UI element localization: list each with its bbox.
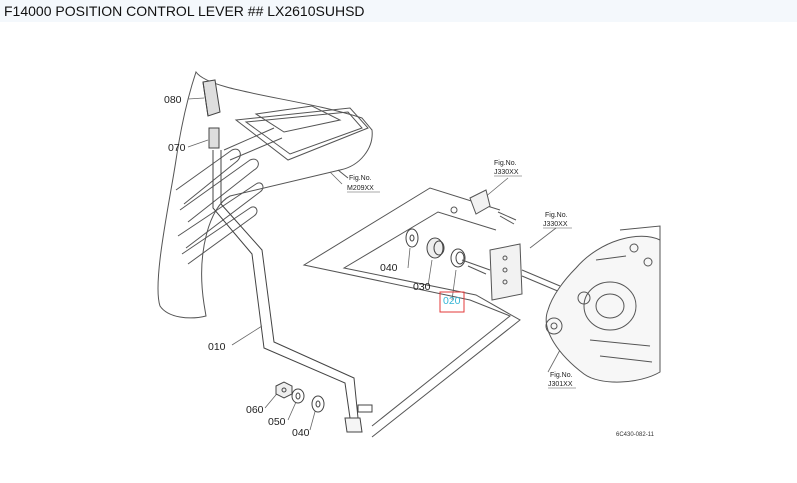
fig-ref-j330a[interactable]: J330XX xyxy=(494,169,519,176)
title-bar: F14000 POSITION CONTROL LEVER ## LX2610S… xyxy=(0,0,797,22)
part-label-080[interactable]: 080 xyxy=(164,94,182,106)
part-label-040-top[interactable]: 040 xyxy=(380,262,398,274)
spring-020 xyxy=(450,248,466,268)
fig-ref-m209-label: Fig.No. xyxy=(349,175,372,182)
washer-040-bottom xyxy=(311,395,325,413)
nut-060 xyxy=(275,381,293,399)
part-label-050[interactable]: 050 xyxy=(268,416,286,428)
fig-ref-j301[interactable]: J301XX xyxy=(548,381,573,388)
bushing-030 xyxy=(426,237,445,259)
fig-ref-m209[interactable]: M209XX xyxy=(347,185,374,192)
lever-knob-080 xyxy=(202,79,221,117)
washer-050 xyxy=(291,388,305,404)
part-label-030[interactable]: 030 xyxy=(413,281,431,293)
highlight-box-020 xyxy=(439,291,465,313)
fig-ref-j330b-label: Fig.No. xyxy=(545,212,568,219)
diagram-code: 6C430-082-11 xyxy=(616,432,655,438)
diagram-area: 080 070 010 040 030 020 060 050 040 Fig.… xyxy=(0,22,797,478)
page-title: F14000 POSITION CONTROL LEVER ## LX2610S… xyxy=(4,3,365,19)
part-label-070[interactable]: 070 xyxy=(168,142,186,154)
linkage-rod xyxy=(302,187,521,438)
valve-bracket xyxy=(450,189,561,301)
fender-housing xyxy=(157,70,373,319)
fig-ref-j330b[interactable]: J330XX xyxy=(543,221,568,228)
part-label-040-bottom[interactable]: 040 xyxy=(292,427,310,439)
exploded-diagram: 080 070 010 040 030 020 060 050 040 Fig.… xyxy=(157,70,661,439)
fig-ref-j330a-label: Fig.No. xyxy=(494,160,517,167)
part-label-060[interactable]: 060 xyxy=(246,404,264,416)
hydraulic-valve xyxy=(545,225,661,383)
leader-lines xyxy=(187,97,561,431)
control-lever-010 xyxy=(212,150,373,433)
part-label-020[interactable]: 020 xyxy=(443,295,461,307)
part-label-010[interactable]: 010 xyxy=(208,341,226,353)
fig-ref-j301-label: Fig.No. xyxy=(550,372,573,379)
washer-040-top xyxy=(405,228,419,248)
lever-sleeve-070 xyxy=(208,127,220,149)
